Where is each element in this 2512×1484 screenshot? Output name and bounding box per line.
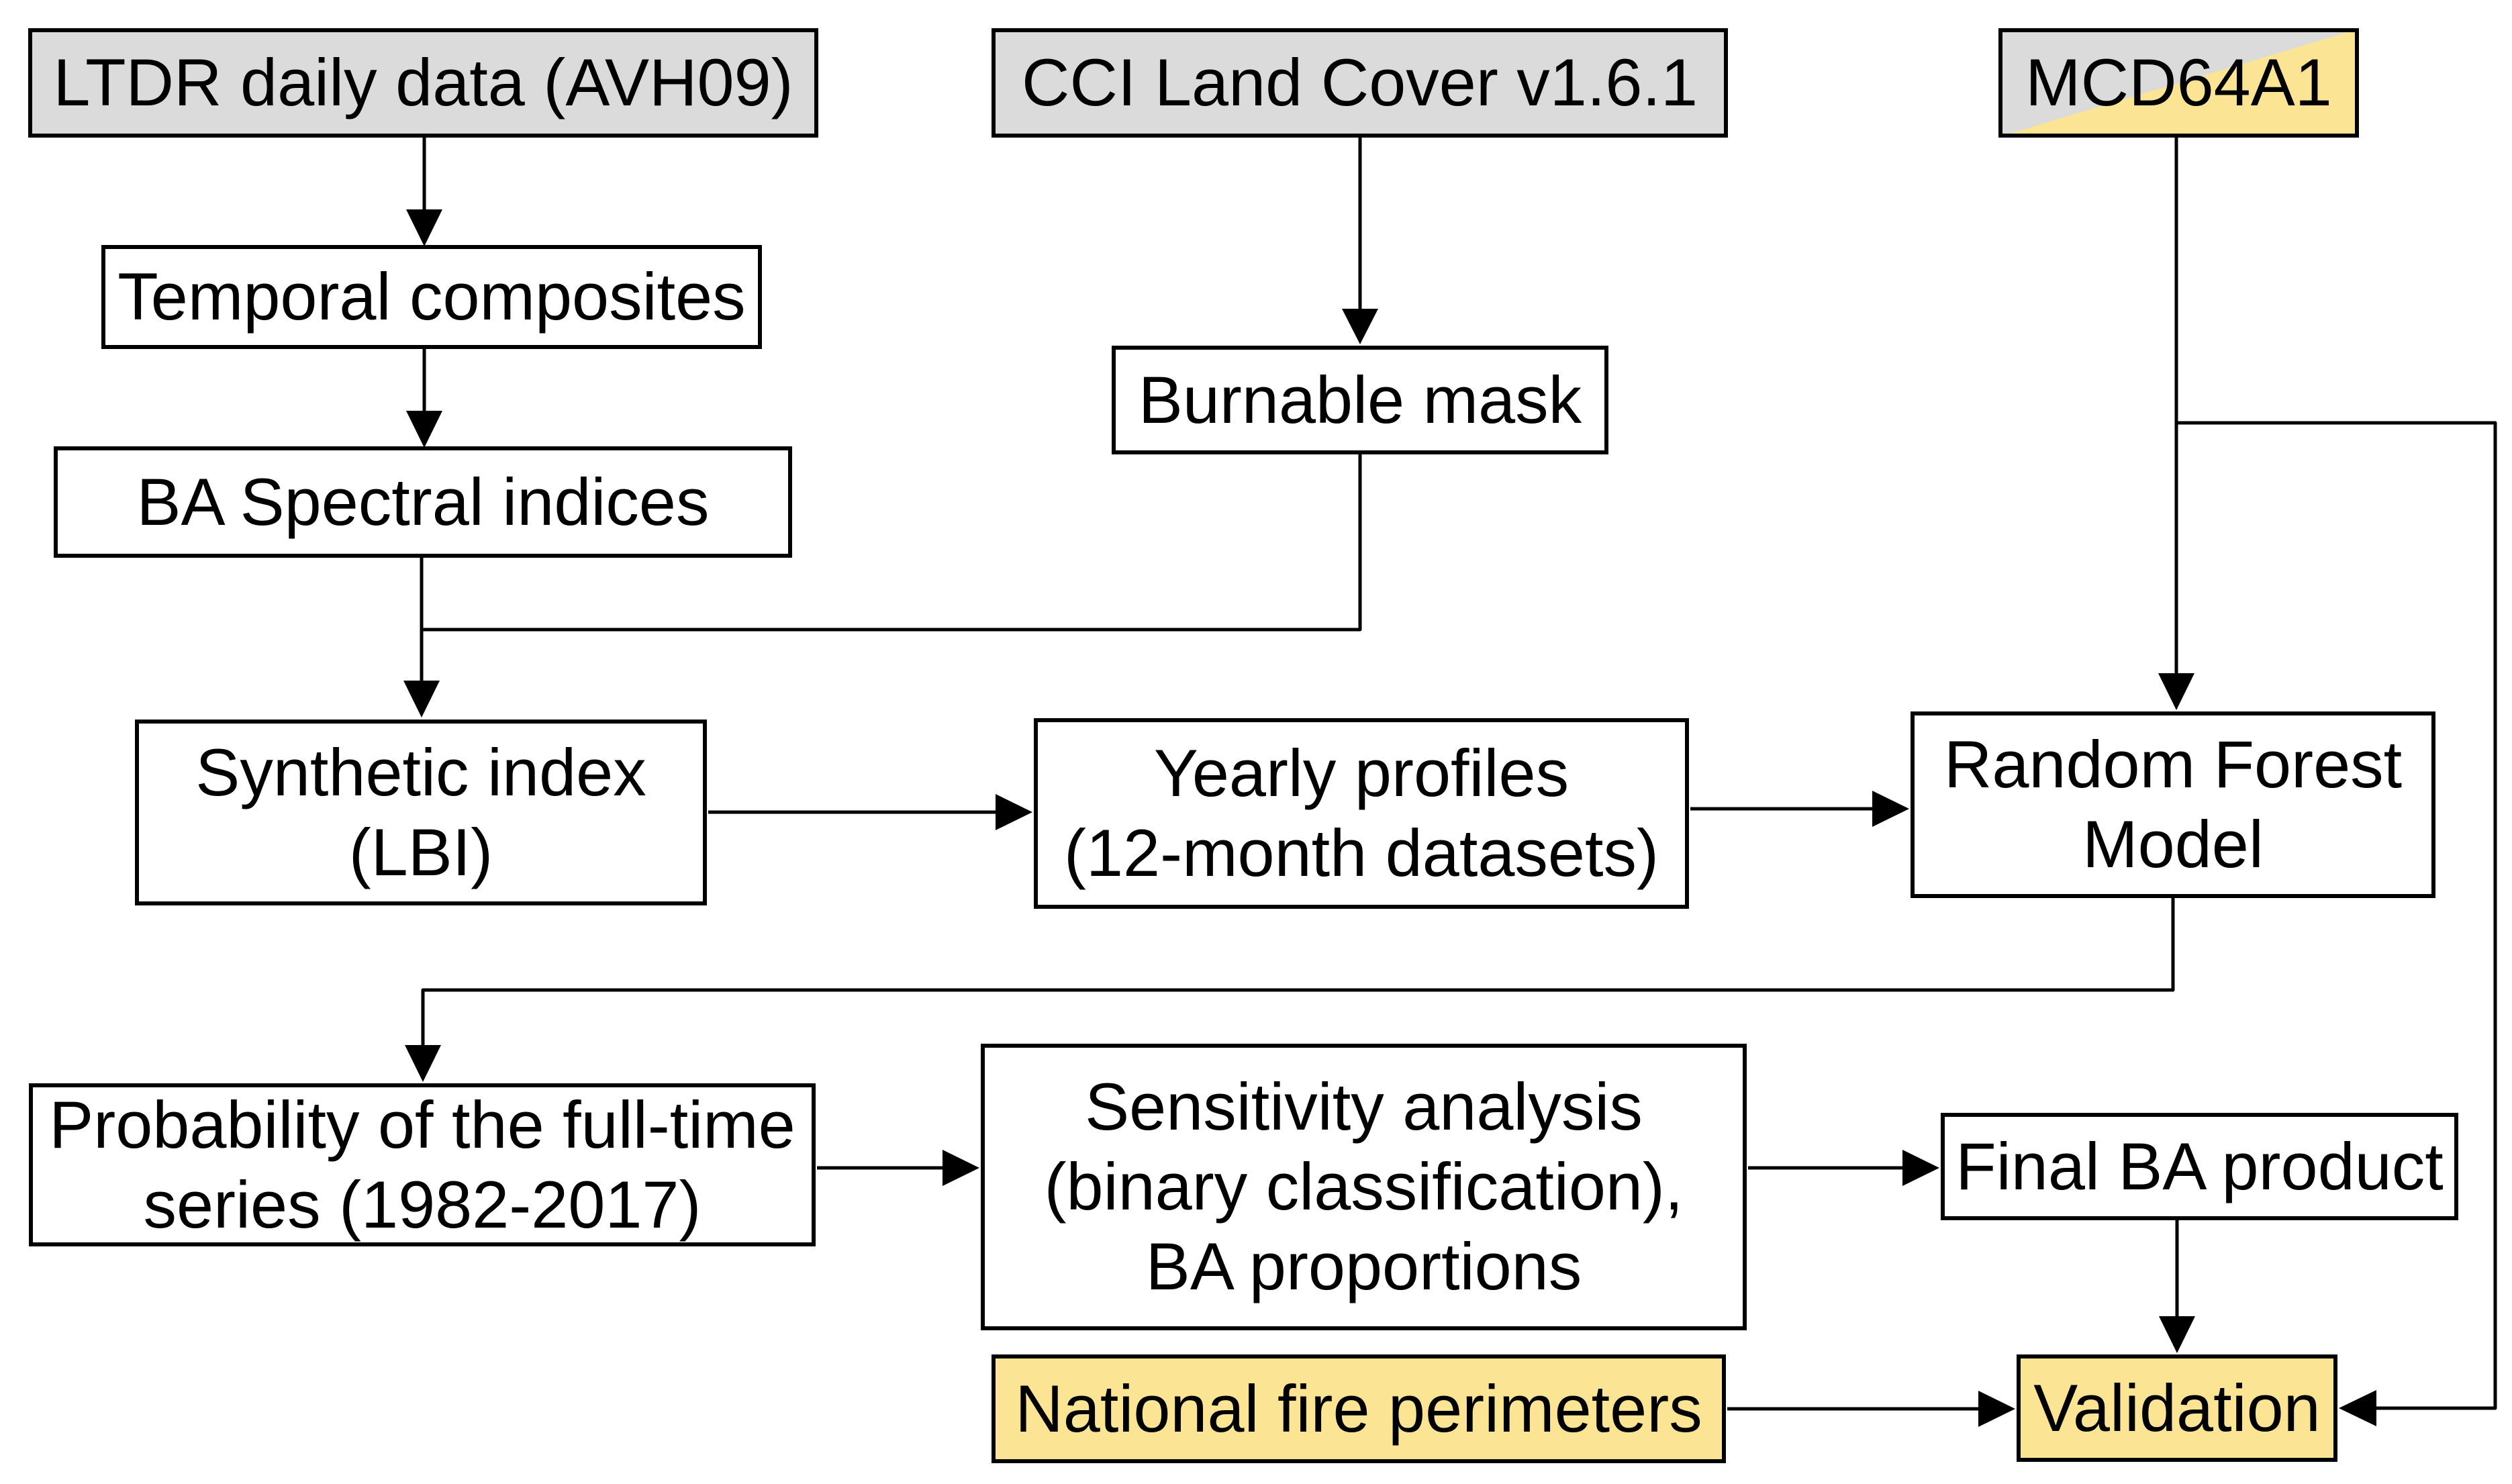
node-random-forest-label: Random Forest Model [1943,727,2403,881]
arrow-mcd64a1-to-random-forest [2158,138,2194,710]
node-temporal-composites: Temporal composites [101,245,762,349]
node-burnable-mask: Burnable mask [1112,346,1608,454]
node-random-forest-model: Random Forest Model [1911,711,2435,898]
node-cci-land-cover: CCI Land Cover v1.6.1 [992,28,1728,138]
node-final-ba-product: Final BA product [1941,1113,2458,1220]
arrow-probability-to-sensitivity [817,1150,979,1186]
node-mcd64a1: MCD64A1 [1998,28,2359,138]
arrow-ba-spectral-to-synthetic [403,558,440,718]
node-mcd64a1-label: MCD64A1 [2025,45,2332,120]
node-final-ba-label: Final BA product [1955,1128,2444,1203]
arrow-cci-to-burnable [1342,138,1378,344]
node-validation: Validation [2017,1354,2337,1462]
node-national-fire-perimeters: National fire perimeters [992,1354,1726,1463]
node-validation-label: Validation [2033,1370,2321,1445]
line-burnable-to-synthetic-elbow [422,454,1362,632]
node-yearly-label: Yearly profiles (12-month datasets) [1064,736,1659,890]
arrow-sensitivity-to-final-ba [1748,1150,1939,1186]
arrow-ltdr-to-temporal [406,138,442,246]
node-ltdr-label: LTDR daily data (AVH09) [53,45,793,120]
arrow-yearly-to-random-forest [1690,791,1909,827]
node-probability-full-time-series: Probability of the full-time series (198… [29,1083,816,1246]
node-synthetic-label: Synthetic index (LBI) [195,734,646,889]
node-ba-spectral-indices: BA Spectral indices [54,446,792,558]
node-ba-spectral-label: BA Spectral indices [136,464,710,539]
node-sensitivity-analysis: Sensitivity analysis (binary classificat… [981,1044,1747,1330]
node-sensitivity-label: Sensitivity analysis (binary classificat… [1044,1069,1684,1303]
arrow-mcd64a1-to-validation-right-elbow [2176,421,2497,1426]
node-probability-label: Probability of the full-time series (198… [49,1087,795,1242]
arrow-final-ba-to-validation [2159,1220,2195,1353]
node-temporal-label: Temporal composites [117,259,746,334]
arrow-temporal-to-ba-spectral [406,349,442,448]
arrow-nfp-to-validation [1727,1391,2015,1427]
node-yearly-profiles: Yearly profiles (12-month datasets) [1034,718,1689,909]
node-burnable-label: Burnable mask [1138,362,1582,437]
node-ltdr-daily-data: LTDR daily data (AVH09) [28,28,818,138]
arrow-synthetic-to-yearly [708,794,1032,830]
arrow-random-forest-to-probability-elbow [405,898,2175,1082]
node-cci-label: CCI Land Cover v1.6.1 [1021,45,1698,120]
node-nfp-label: National fire perimeters [1015,1371,1702,1446]
node-synthetic-index: Synthetic index (LBI) [135,720,707,905]
